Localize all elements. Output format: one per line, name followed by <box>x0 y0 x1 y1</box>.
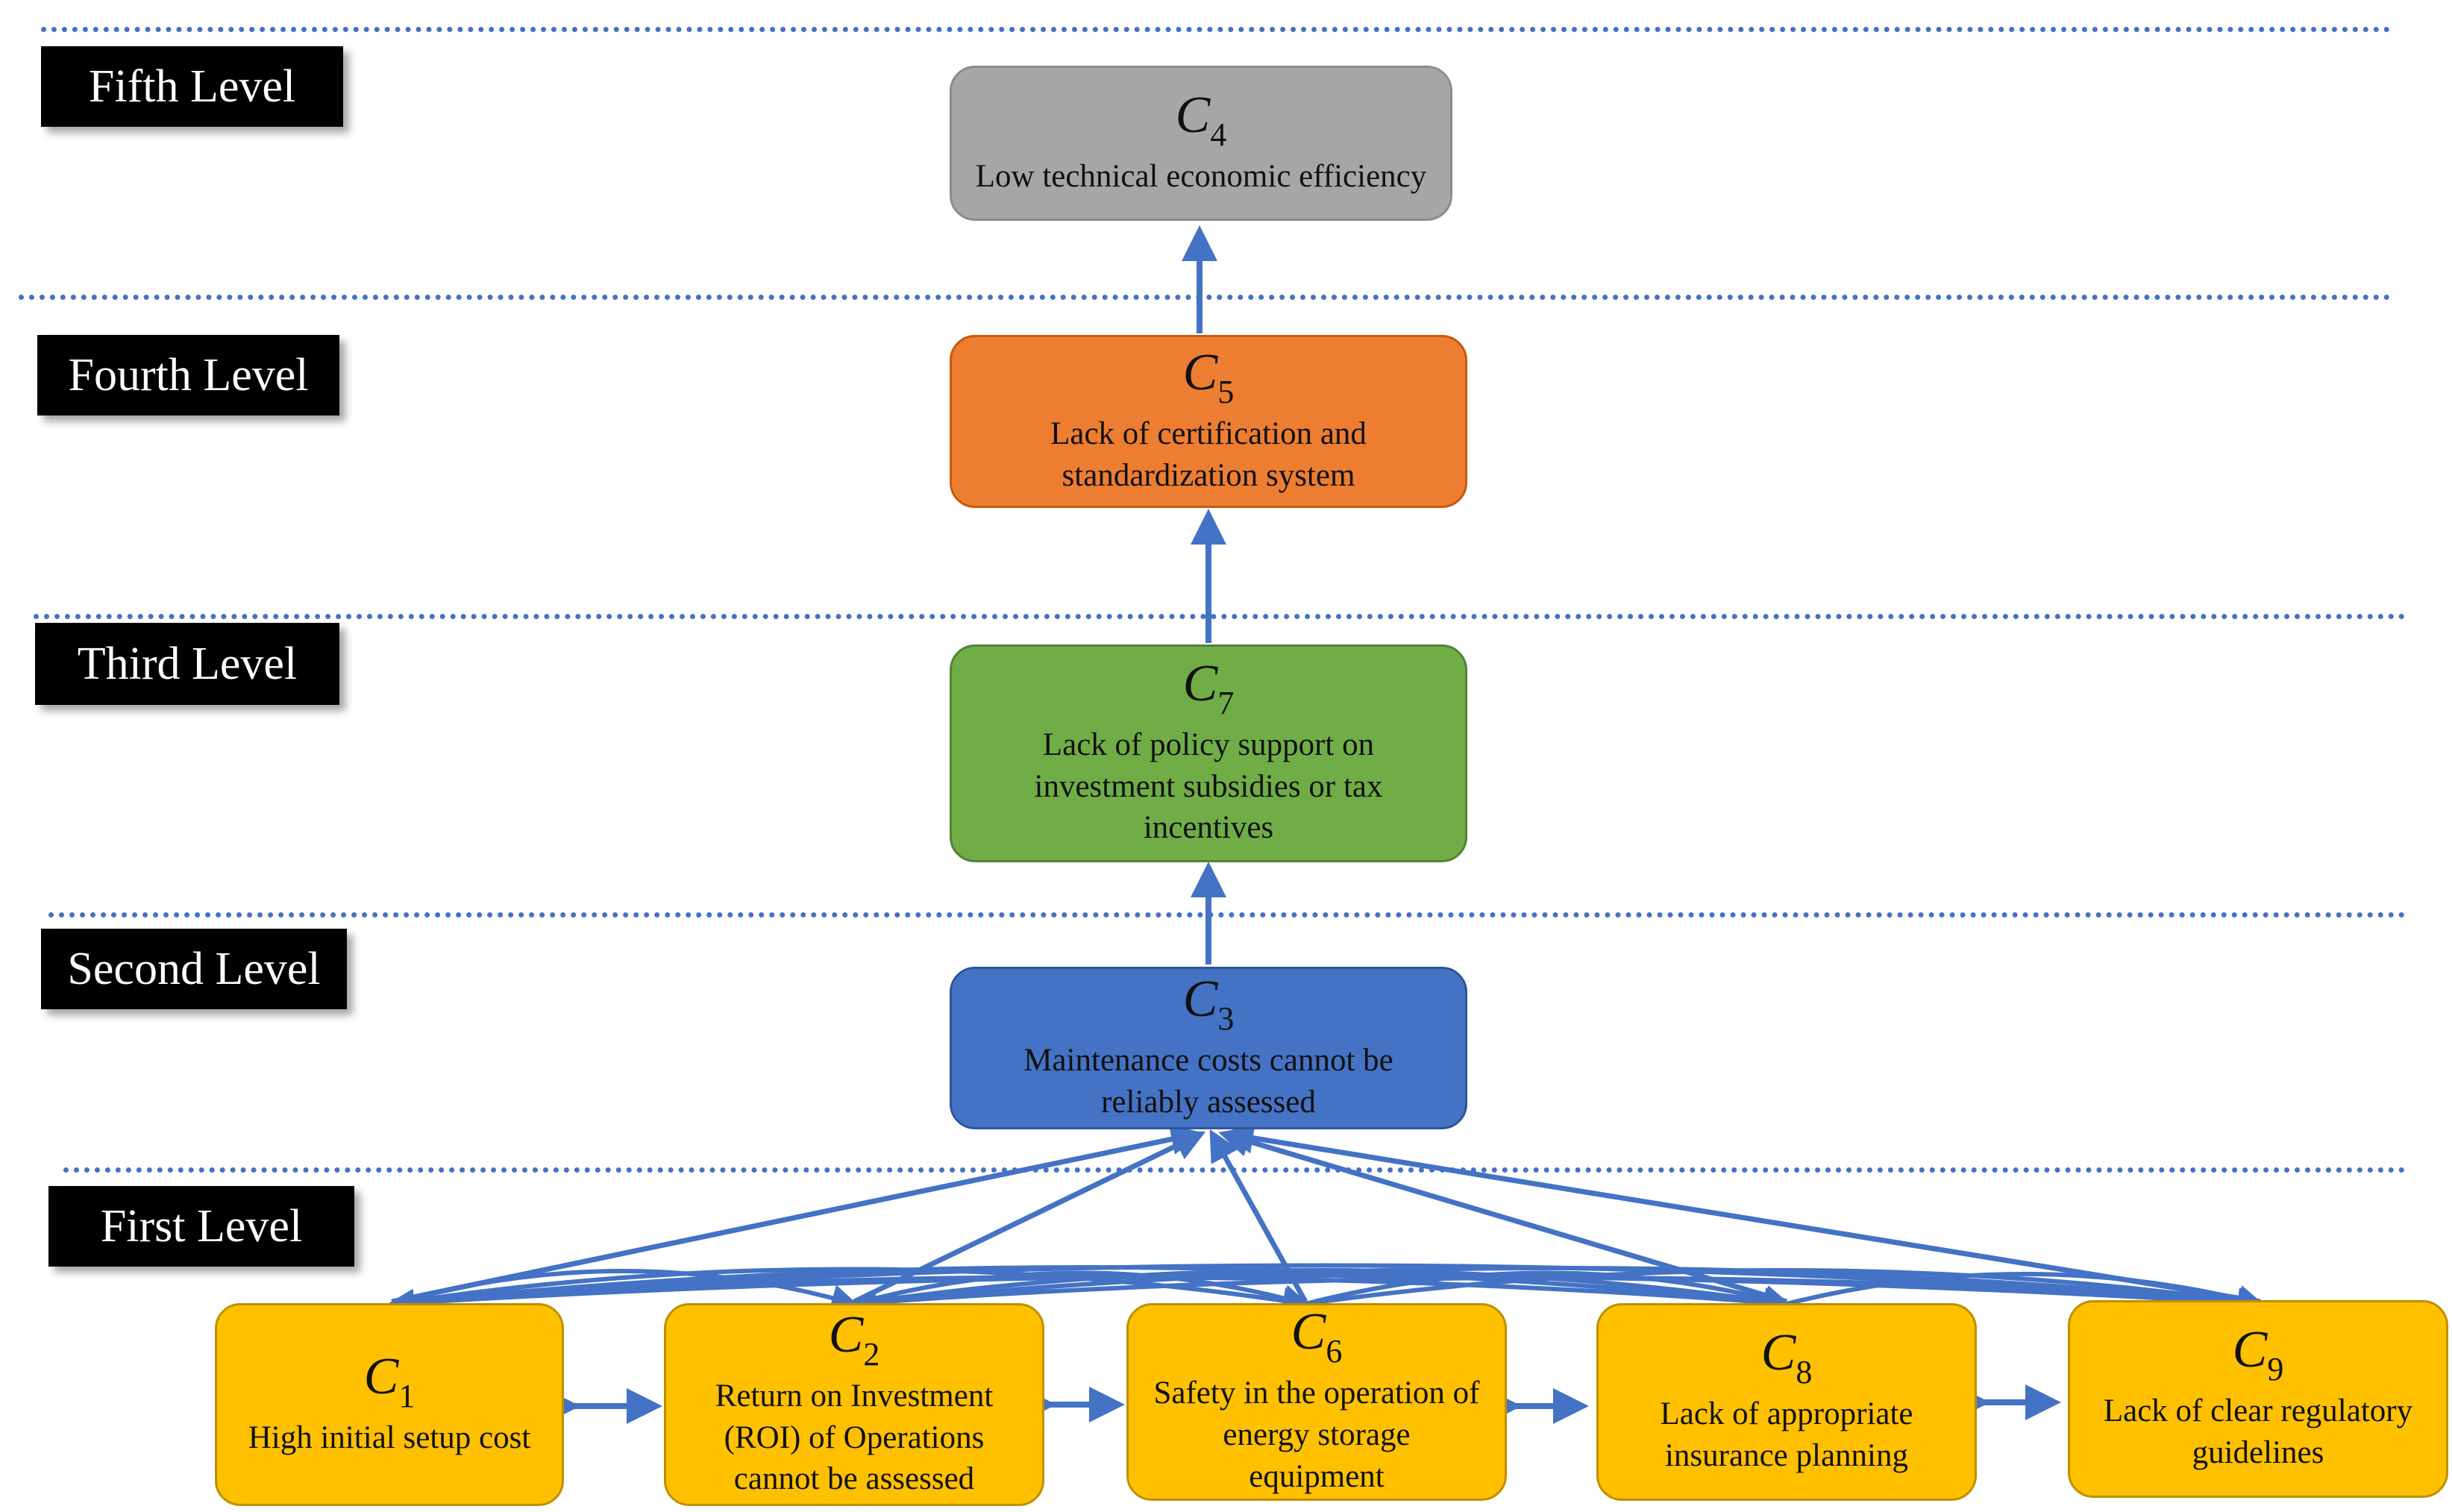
node-c3: C3 Maintenance costs cannot be reliably … <box>950 967 1467 1129</box>
node-text: Safety in the operation of energy storag… <box>1153 1375 1480 1494</box>
level-separator <box>48 912 2406 917</box>
node-text: Lack of clear regulatory guidelines <box>2103 1393 2413 1470</box>
arrow-c1-to-c3 <box>391 1123 1203 1305</box>
level-label-third: Third Level <box>35 623 339 705</box>
node-c9: C9 Lack of clear regulatory guidelines <box>2068 1300 2448 1498</box>
node-code: C1 <box>363 1347 416 1414</box>
arc-c6-c8 <box>1305 1270 1791 1311</box>
level-separator <box>34 614 2406 619</box>
node-c5: C5 Lack of certification and standardiza… <box>950 335 1467 508</box>
node-text: Lack of policy support on investment sub… <box>1034 727 1383 846</box>
node-code: C7 <box>1182 654 1235 721</box>
arc-c1-c9 <box>391 1263 2265 1316</box>
node-code: C5 <box>1182 343 1235 410</box>
node-c4: C4 Low technical economic efficiency <box>950 66 1452 221</box>
arc-c9-c2 <box>850 1276 2261 1316</box>
node-code: C8 <box>1760 1324 1813 1391</box>
node-c1: C1 High initial setup cost <box>215 1303 564 1506</box>
node-text: Lack of appropriate insurance planning <box>1660 1396 1913 1473</box>
level-label-first: First Level <box>48 1186 354 1267</box>
arc-c2-c9 <box>853 1266 2265 1315</box>
node-text: Maintenance costs cannot be reliably ass… <box>1023 1042 1393 1120</box>
level-label-fourth: Fourth Level <box>37 335 339 415</box>
node-code: C3 <box>1182 970 1235 1037</box>
arc-c2-c6 <box>853 1270 1310 1311</box>
arrow-c9-to-c3 <box>1222 1122 2261 1305</box>
level-label-fifth: Fifth Level <box>41 46 343 127</box>
node-code: C2 <box>828 1305 880 1373</box>
node-c2: C2 Return on Investment (ROI) of Operati… <box>664 1303 1044 1506</box>
level-label-second: Second Level <box>41 929 347 1009</box>
node-text: Return on Investment (ROI) of Operations… <box>715 1378 994 1497</box>
node-c7: C7 Lack of policy support on investment … <box>950 644 1467 862</box>
level-separator <box>19 295 2391 300</box>
node-c6: C6 Safety in the operation of energy sto… <box>1126 1303 1507 1501</box>
node-text: Low technical economic efficiency <box>975 158 1427 194</box>
node-code: C9 <box>2232 1321 2284 1388</box>
arc-c8-c1 <box>387 1275 1787 1316</box>
node-text: Lack of certification and standardizatio… <box>1050 415 1367 493</box>
node-c8: C8 Lack of appropriate insurance plannin… <box>1596 1303 1977 1501</box>
arc-c6-c9 <box>1305 1268 2265 1314</box>
node-code: C4 <box>1175 86 1227 153</box>
arc-c1-c2 <box>391 1269 859 1311</box>
level-separator <box>41 27 2391 32</box>
arc-c8-c9 <box>1786 1272 2265 1312</box>
node-text: High initial setup cost <box>248 1420 531 1455</box>
node-code: C6 <box>1291 1303 1343 1370</box>
